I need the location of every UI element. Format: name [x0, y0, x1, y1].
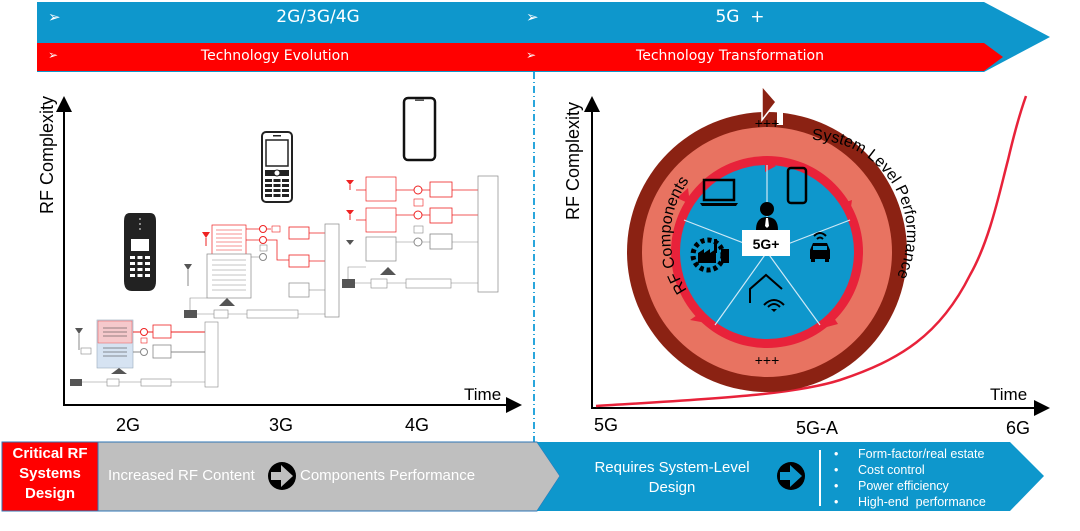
critical-title-line-2: Systems — [19, 465, 81, 482]
section-divider — [533, 72, 535, 444]
rf-block-diagram-3g — [184, 223, 340, 319]
left-y-axis-label: RF Complexity — [37, 95, 57, 214]
smartphone-icon — [786, 166, 808, 205]
center-label-box — [742, 230, 790, 256]
sub-banner-left-label: Technology Evolution — [200, 48, 350, 64]
requires-system-design-text: Requires System-Level Design — [572, 458, 772, 498]
sub-banner-left-arrow-icon: ➢ — [48, 48, 59, 62]
feature-phone-2g-icon — [124, 213, 156, 291]
right-arrow-circle-icon-2 — [777, 462, 805, 490]
ring-top-plus: +++ — [755, 115, 780, 131]
requires-line-2: Design — [648, 479, 696, 496]
smart-factory-icon — [690, 237, 729, 273]
right-panel-diagram: +++ +++ RF Components System Level Perfo… — [584, 84, 1050, 416]
top-banner-left-arrow-icon: ➢ — [48, 8, 61, 26]
tick-label-6g: 6G — [1006, 418, 1031, 438]
complexity-curve — [595, 95, 1028, 408]
tick-label-4g: 4G — [405, 415, 430, 435]
tick-label-5g: 5G — [594, 415, 619, 435]
rf-block-diagram-4g — [342, 175, 499, 293]
critical-rf-title: Critical RF Systems Design — [2, 444, 98, 504]
increased-rf-content-text: Increased RF Content — [108, 467, 255, 484]
requirement-item: High-end performance — [832, 494, 986, 510]
critical-title-line-3: Design — [24, 485, 75, 502]
laptop-icon — [700, 178, 738, 206]
sub-banner-red — [37, 43, 1003, 71]
top-banner-right-arrow-icon: ➢ — [526, 8, 539, 26]
smartphone-4g-icon — [402, 96, 437, 162]
tick-label-5g-a: 5G-A — [796, 418, 839, 438]
sub-banner-right-arrow-icon: ➢ — [526, 48, 537, 62]
left-x-axis-label: Time — [464, 385, 502, 404]
left-panel-diagram — [56, 96, 522, 413]
sub-banner-right-label: Technology Transformation — [636, 48, 824, 64]
top-banner-left-label: 2G/3G/4G — [276, 7, 360, 27]
critical-title-line-1: Critical RF — [12, 445, 88, 462]
candybar-phone-3g-icon — [261, 131, 293, 203]
critical-title-box — [1, 441, 99, 512]
ring-bottom-plus: +++ — [755, 352, 780, 368]
connected-car-icon — [810, 232, 830, 262]
center-label: 5G+ — [753, 236, 780, 252]
requirement-item: Cost control — [832, 462, 986, 478]
rf-block-diagram-2g — [70, 319, 219, 388]
top-banners — [37, 2, 1050, 72]
tick-label-3g: 3G — [269, 415, 294, 435]
top-banner-right-label: 5G + — [715, 7, 765, 27]
requirements-list: Form-factor/real estate Cost control Pow… — [832, 446, 986, 510]
components-performance-text: Components Performance — [300, 467, 476, 484]
requirement-item: Form-factor/real estate — [832, 446, 986, 462]
center-user-icon — [756, 202, 778, 230]
right-x-axis-label: Time — [990, 385, 1028, 404]
right-y-axis-label: RF Complexity — [563, 101, 583, 220]
right-arrow-circle-icon — [268, 462, 296, 490]
requirement-item: Power efficiency — [832, 478, 986, 494]
requires-line-1: Requires System-Level — [594, 459, 750, 476]
tick-label-2g: 2G — [116, 415, 141, 435]
smart-home-icon — [749, 273, 785, 312]
